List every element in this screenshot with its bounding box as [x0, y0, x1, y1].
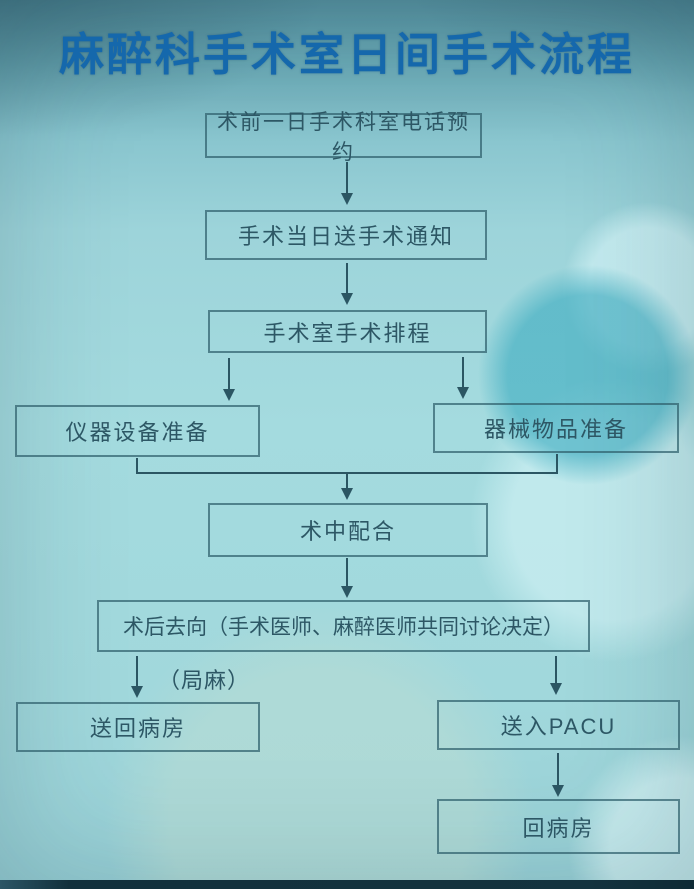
photo-bottom-edge — [0, 880, 694, 889]
connector-prep-merge — [136, 454, 558, 500]
arrow-scheduling-to-instrument-prep — [223, 358, 235, 401]
arrow-intraop-to-postop — [341, 558, 353, 598]
arrow-pacu-to-ward — [552, 753, 564, 797]
node-intraop-cooperation: 术中配合 — [208, 503, 488, 557]
node-return-to-ward: 送回病房 — [16, 702, 260, 752]
arrow-notice-to-scheduling — [341, 263, 353, 305]
arrow-postop-to-pacu — [550, 656, 562, 695]
arrow-postop-to-return-ward — [131, 656, 143, 698]
node-postop-destination: 术后去向（手术医师、麻醉医师共同讨论决定） — [97, 600, 590, 652]
node-instrument-equipment-prep: 仪器设备准备 — [15, 405, 260, 457]
node-surgery-day-notice: 手术当日送手术通知 — [205, 210, 487, 260]
node-preop-phone-booking: 术前一日手术科室电话预约 — [205, 111, 482, 164]
arrow-scheduling-to-device-prep — [457, 357, 469, 399]
node-to-pacu: 送入PACU — [437, 700, 680, 750]
node-or-scheduling: 手术室手术排程 — [208, 310, 487, 353]
arrow-booking-to-notice — [341, 162, 353, 205]
node-device-supplies-prep: 器械物品准备 — [433, 403, 679, 453]
page-title: 麻醉科手术室日间手术流程 — [58, 29, 635, 80]
edge-label-local-anesthesia: （局麻） — [158, 668, 251, 693]
node-back-to-ward: 回病房 — [437, 799, 680, 854]
